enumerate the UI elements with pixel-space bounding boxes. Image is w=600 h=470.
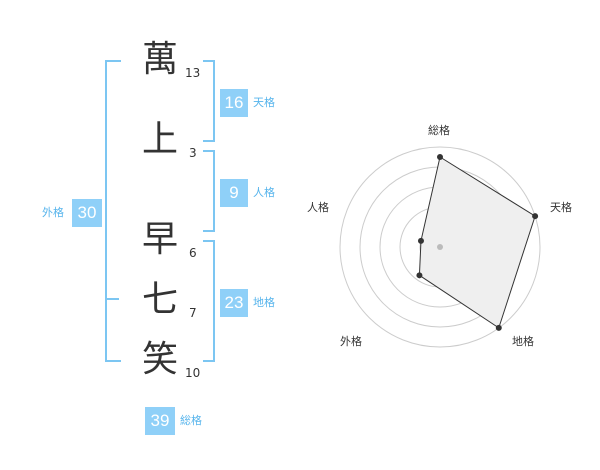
tenkaku-label: 天格 [253, 96, 275, 109]
gaikaku-bracket-tick [105, 298, 119, 300]
radar-label-jinkaku: 人格 [307, 201, 329, 214]
radar-point-tenkaku [532, 213, 539, 220]
stroke-count-4: 7 [189, 306, 197, 320]
tenkaku-value: 16 [220, 89, 248, 117]
radar-label-chikaku: 地格 [512, 335, 534, 348]
radar-label-gaikaku: 外格 [340, 335, 362, 348]
jinkaku-value: 9 [220, 179, 248, 207]
radar-point-chikaku [495, 324, 502, 331]
radar-label-soukaku: 総格 [428, 124, 450, 137]
chikaku-bracket [203, 240, 215, 362]
stroke-count-5: 10 [185, 366, 201, 380]
name-char-3: 早 [141, 219, 178, 260]
soukaku-label: 総格 [180, 414, 202, 427]
stroke-count-1: 13 [185, 66, 201, 80]
name-char-2: 上 [141, 119, 178, 160]
radar-shape [418, 156, 536, 329]
gaikaku-label: 外格 [42, 206, 64, 219]
radar-center-dot [437, 244, 443, 250]
radar-grid-ring [339, 146, 541, 348]
chikaku-value: 23 [220, 289, 248, 317]
gaikaku-value: 30 [72, 199, 102, 227]
jinkaku-bracket [203, 150, 215, 232]
stroke-count-3: 6 [189, 246, 197, 260]
name-char-4: 七 [141, 279, 178, 320]
radar-point-soukaku [437, 154, 443, 160]
name-char-5: 笑 [141, 339, 178, 380]
radar-label-tenkaku: 天格 [550, 201, 572, 214]
name-char-1: 萬 [141, 39, 178, 80]
chikaku-label: 地格 [253, 296, 275, 309]
soukaku-value: 39 [145, 407, 175, 435]
radar-point-jinkaku [417, 237, 424, 244]
jinkaku-label: 人格 [253, 186, 275, 199]
gaikaku-bracket [105, 60, 121, 362]
tenkaku-bracket [203, 60, 215, 142]
stroke-count-2: 3 [189, 146, 197, 160]
radar-point-gaikaku [416, 272, 423, 279]
radar-points [416, 154, 539, 331]
